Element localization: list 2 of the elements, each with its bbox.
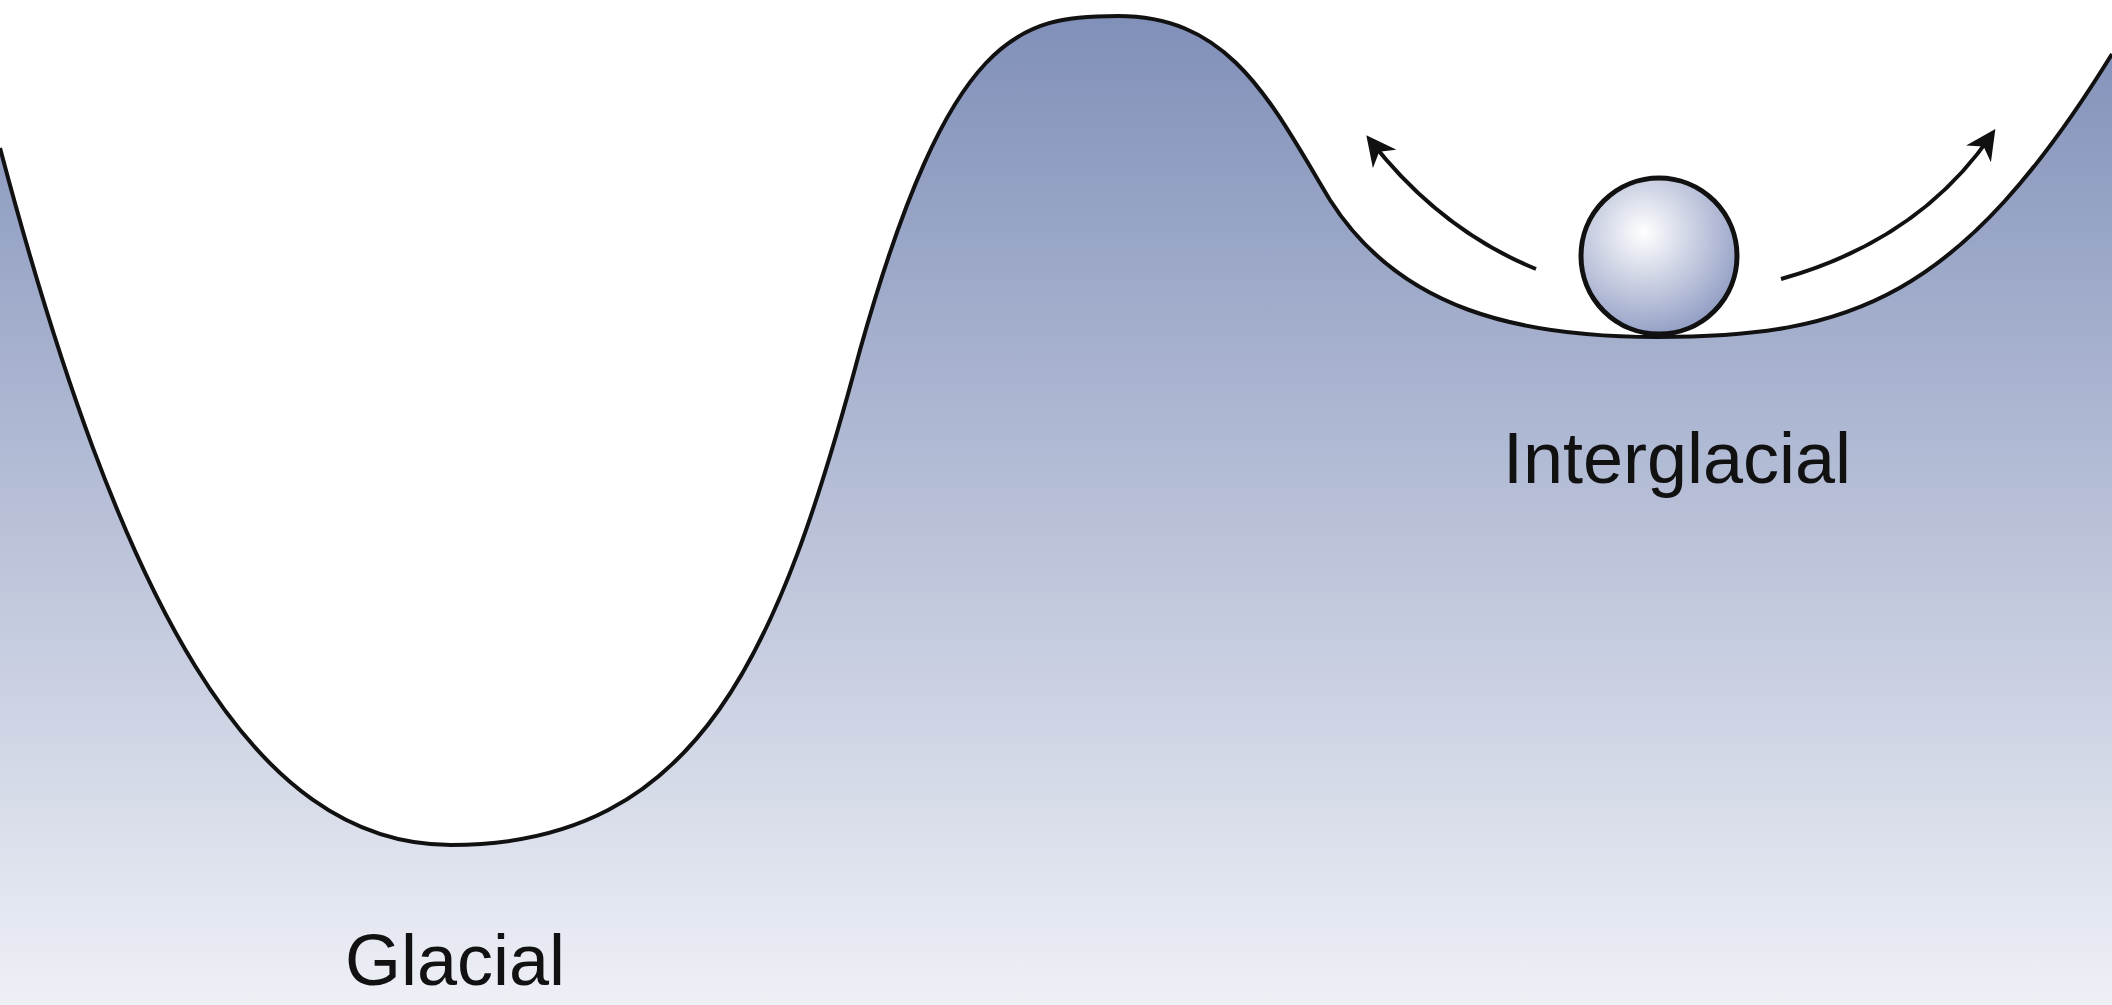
region-label: Glacial xyxy=(344,924,566,996)
ball xyxy=(1578,175,1740,337)
